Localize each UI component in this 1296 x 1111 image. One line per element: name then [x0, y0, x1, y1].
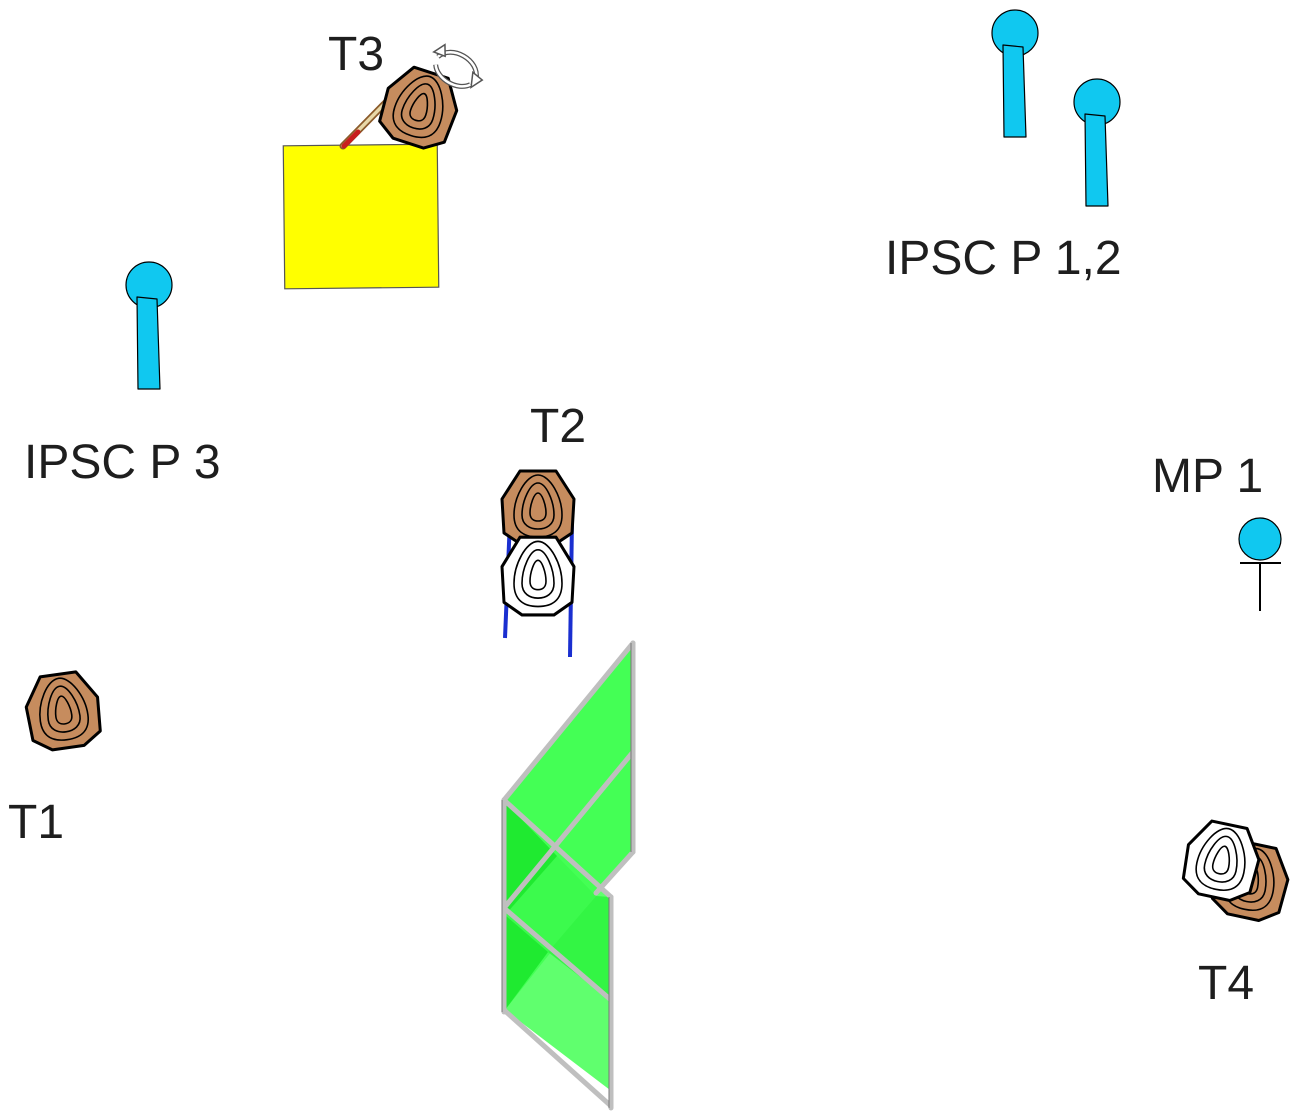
ipsc-popper-1 [991, 9, 1039, 138]
t3-target [372, 60, 467, 156]
ipsc-popper-3 [125, 261, 173, 390]
green-wall-frame [501, 640, 636, 1111]
label-ipsc-p-12: IPSC P 1,2 [885, 232, 1122, 285]
label-ipsc-p-3: IPSC P 3 [24, 436, 221, 489]
label-mp-1: MP 1 [1152, 450, 1263, 503]
label-t2: T2 [530, 400, 586, 453]
t3-barrel [282, 143, 440, 290]
t2-white-target [500, 535, 576, 617]
mp-1-marker [1238, 517, 1282, 611]
green-wall-frame-edge [501, 643, 632, 1108]
label-t3: T3 [328, 28, 384, 81]
t1-target [20, 667, 106, 755]
rotate-arrow-icon [432, 43, 484, 89]
label-t1: T1 [8, 796, 64, 849]
ipsc-popper-2 [1073, 78, 1121, 207]
label-t4: T4 [1198, 957, 1254, 1010]
t2-brown-target [500, 469, 576, 547]
